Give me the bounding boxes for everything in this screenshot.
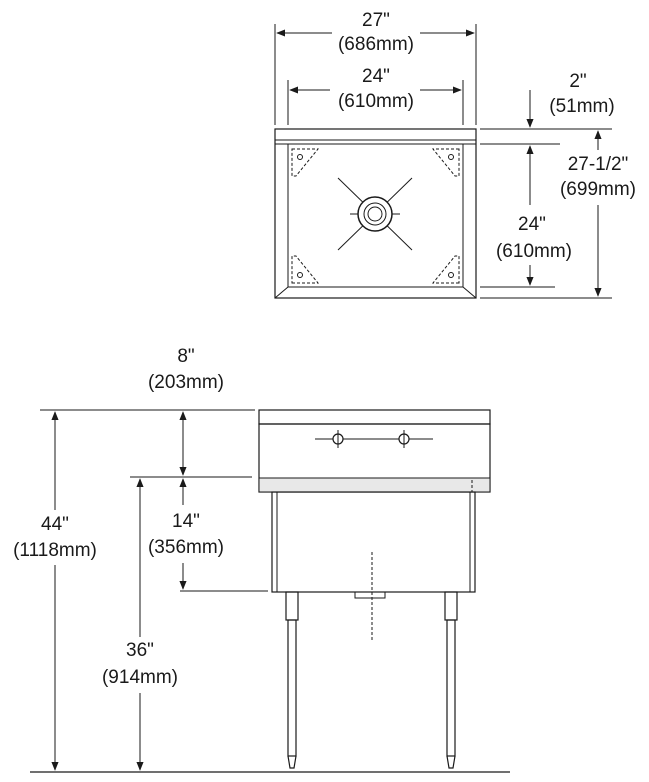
drain-icon: [337, 177, 413, 251]
overall-height-in: 44": [41, 514, 69, 535]
backsplash-height-in: 8": [177, 346, 194, 367]
bowl-width-in: 24": [362, 66, 390, 87]
overall-depth-in: 27-1/2": [568, 154, 629, 175]
overall-depth-mm: (699mm): [560, 179, 636, 200]
bowl-depth-mm: (610mm): [496, 241, 572, 262]
faucet-holes: [315, 430, 433, 448]
legs: [285, 591, 458, 769]
backsplash: [258, 409, 491, 425]
overall-height-mm: (1118mm): [13, 540, 97, 561]
side-view: 8" (203mm) 14" (356mm) 44" (1118mm) 36" …: [13, 346, 510, 773]
bowl-body: [271, 491, 476, 593]
overall-width-mm: (686mm): [338, 34, 414, 55]
bowl-width-mm: (610mm): [338, 91, 414, 112]
top-view: 27" (686mm) 24" (610mm) 2" (51mm) 27-1/2…: [274, 10, 636, 299]
backsplash-depth-in: 2": [569, 71, 586, 92]
bowl-depth-side-mm: (356mm): [148, 537, 224, 558]
backsplash-height-mm: (203mm): [148, 372, 224, 393]
backsplash-depth-mm: (51mm): [549, 96, 614, 117]
rim-height-in: 36": [126, 640, 154, 661]
corner-support-marks: [291, 148, 460, 284]
bowl-depth-in: 24": [518, 214, 546, 235]
overall-width-in: 27": [362, 10, 390, 31]
rim-height-mm: (914mm): [102, 667, 178, 688]
bowl-outline: [287, 143, 464, 288]
bowl-depth-side-in: 14": [172, 511, 200, 532]
